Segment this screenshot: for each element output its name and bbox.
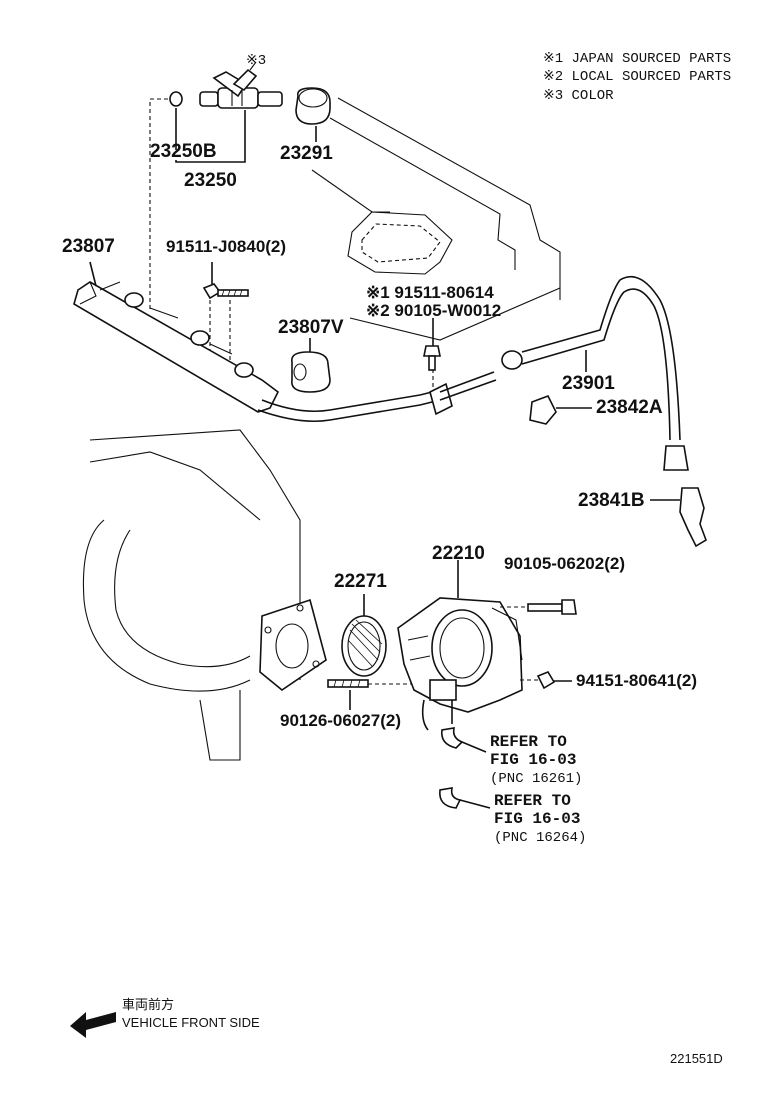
connector-23841B <box>650 487 707 548</box>
label-23250: 23250 <box>184 170 237 191</box>
intake-manifold <box>82 429 327 761</box>
ref2-line3: (PNC 16264) <box>494 830 587 846</box>
label-23807: 23807 <box>62 236 115 257</box>
label-22271: 22271 <box>334 571 387 592</box>
bolt-91511-80614 <box>423 345 441 371</box>
ref1-line1: REFER TO <box>490 733 567 751</box>
ref1-line3: (PNC 16261) <box>490 771 583 787</box>
note-color: ※3 COLOR <box>543 88 614 104</box>
front-side-en: VEHICLE FRONT SIDE <box>122 1015 260 1030</box>
ref2-line1: REFER TO <box>494 792 571 810</box>
fuel-pipe-23901 <box>429 275 689 471</box>
front-side-jp: 車両前方 <box>122 997 175 1012</box>
clamp-23842A <box>529 394 592 425</box>
bolt-90105-06202 <box>527 599 577 615</box>
label-91511-J0840: 91511-J0840(2) <box>166 237 287 256</box>
gasket-22271 <box>341 615 387 677</box>
label-23901: 23901 <box>562 373 615 394</box>
bolt-91511-J0840 <box>202 283 249 300</box>
fuel-rail-23807 <box>73 281 441 423</box>
label-23291: 23291 <box>280 143 333 164</box>
label-90105-06202: 90105-06202(2) <box>504 554 625 573</box>
injector-cushion-23291 <box>295 87 331 125</box>
stud-90126-06027 <box>327 679 369 688</box>
label-91511-80614: ※1 91511-80614 <box>366 283 494 302</box>
label-22210: 22210 <box>432 543 485 564</box>
engine-outline-upper <box>311 97 561 341</box>
hose-ref-16261 <box>440 727 464 749</box>
nut-94151-80641 <box>536 671 556 690</box>
label-note3: ※3 <box>246 53 267 69</box>
hose-ref-16264 <box>439 787 462 809</box>
throttle-body-22210 <box>397 597 523 731</box>
note-local-sourced: ※2 LOCAL SOURCED PARTS <box>543 69 732 85</box>
ref1-line2: FIG 16-03 <box>490 751 577 769</box>
label-90105-W0012: ※2 90105-W0012 <box>366 301 502 320</box>
label-23841B: 23841B <box>578 490 645 511</box>
spacer-23807V <box>291 351 331 393</box>
ref2-line2: FIG 16-03 <box>494 810 581 828</box>
label-94151-80641: 94151-80641(2) <box>576 671 697 690</box>
label-23807V: 23807V <box>278 317 344 338</box>
label-90126-06027: 90126-06027(2) <box>280 711 401 730</box>
note-japan-sourced: ※1 JAPAN SOURCED PARTS <box>543 51 732 67</box>
label-23842A: 23842A <box>596 397 663 418</box>
figure-id: 221551D <box>670 1051 723 1066</box>
label-23250B: 23250B <box>150 141 217 162</box>
fuel-injector-23250 <box>169 61 283 109</box>
front-arrow-icon <box>70 1012 116 1038</box>
